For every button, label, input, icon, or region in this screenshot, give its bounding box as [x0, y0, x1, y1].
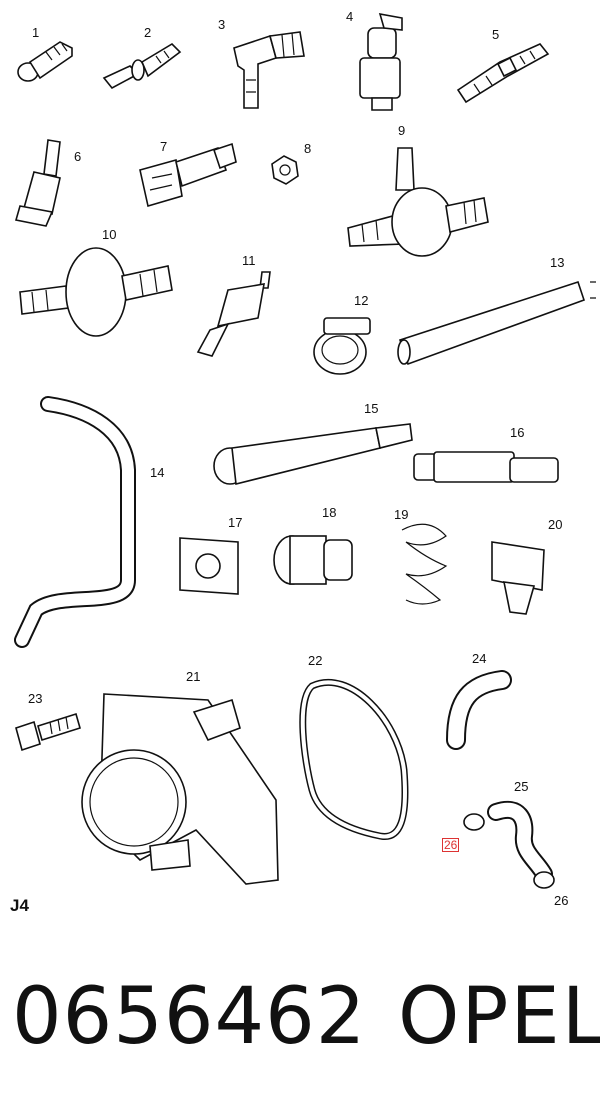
callout-13: 13 — [550, 255, 565, 270]
sheet-code: J4 — [10, 896, 29, 915]
callout-9: 9 — [398, 123, 406, 138]
part-26-clamp — [463, 813, 555, 889]
part-number: 0656462 — [12, 972, 367, 1062]
part-21-vacuum-pump — [81, 693, 279, 885]
callout-5: 5 — [492, 27, 500, 42]
callout-19: 19 — [394, 507, 409, 522]
callout-26-highlighted: 26 — [442, 838, 460, 852]
part-11-fuel-filter — [196, 271, 271, 357]
part-13-hose — [397, 280, 596, 366]
part-2-collar-connector — [102, 42, 182, 90]
part-20-bracket-clip — [491, 541, 545, 615]
callout-25: 25 — [514, 779, 529, 794]
part-18-threaded-fitting — [273, 535, 353, 585]
callout-16: 16 — [510, 425, 525, 440]
callout-6: 6 — [74, 149, 82, 164]
part-16-threaded-sleeve — [413, 451, 559, 483]
callout-10: 10 — [102, 227, 117, 242]
part-10-inline-filter — [19, 247, 173, 337]
callout-11: 11 — [242, 253, 256, 268]
part-7-tube-connector — [139, 142, 237, 208]
callout-4: 4 — [346, 9, 354, 24]
callout-14: 14 — [150, 465, 165, 480]
callout-26: 26 — [554, 893, 569, 908]
callout-18: 18 — [322, 505, 337, 520]
part-22-gasket — [299, 678, 409, 840]
part-6-valve — [14, 139, 61, 227]
part-15-pipe-with-bulb — [213, 423, 413, 485]
callout-8: 8 — [304, 141, 312, 156]
callout-22: 22 — [308, 653, 323, 668]
callout-21: 21 — [186, 669, 201, 684]
callout-12: 12 — [354, 293, 369, 308]
callout-7: 7 — [160, 139, 168, 154]
part-1-hose-connector — [17, 41, 73, 82]
part-12-hose-clamp — [313, 317, 371, 375]
callout-15: 15 — [364, 401, 379, 416]
callout-24: 24 — [472, 651, 487, 666]
callout-20: 20 — [548, 517, 563, 532]
part-9-check-valve — [347, 147, 489, 257]
callout-1: 1 — [32, 25, 40, 40]
part-3-elbow-connector — [233, 31, 305, 109]
part-25-hose — [487, 801, 553, 883]
part-8-nut — [271, 155, 299, 185]
part-24-elbow-hose — [446, 670, 512, 750]
part-23-bolt — [15, 712, 81, 752]
part-4-quick-connector — [359, 12, 403, 111]
callout-3: 3 — [218, 17, 226, 32]
exploded-parts-diagram — [14, 12, 596, 889]
callout-2: 2 — [144, 25, 152, 40]
callout-23: 23 — [28, 691, 43, 706]
part-19-spring-clip — [401, 523, 448, 605]
part-17-clip — [179, 537, 239, 595]
callout-17: 17 — [228, 515, 243, 530]
part-14-bent-pipe — [14, 396, 136, 648]
brand-name: OPEL — [398, 972, 600, 1062]
part-5-straight-connector — [456, 43, 550, 104]
